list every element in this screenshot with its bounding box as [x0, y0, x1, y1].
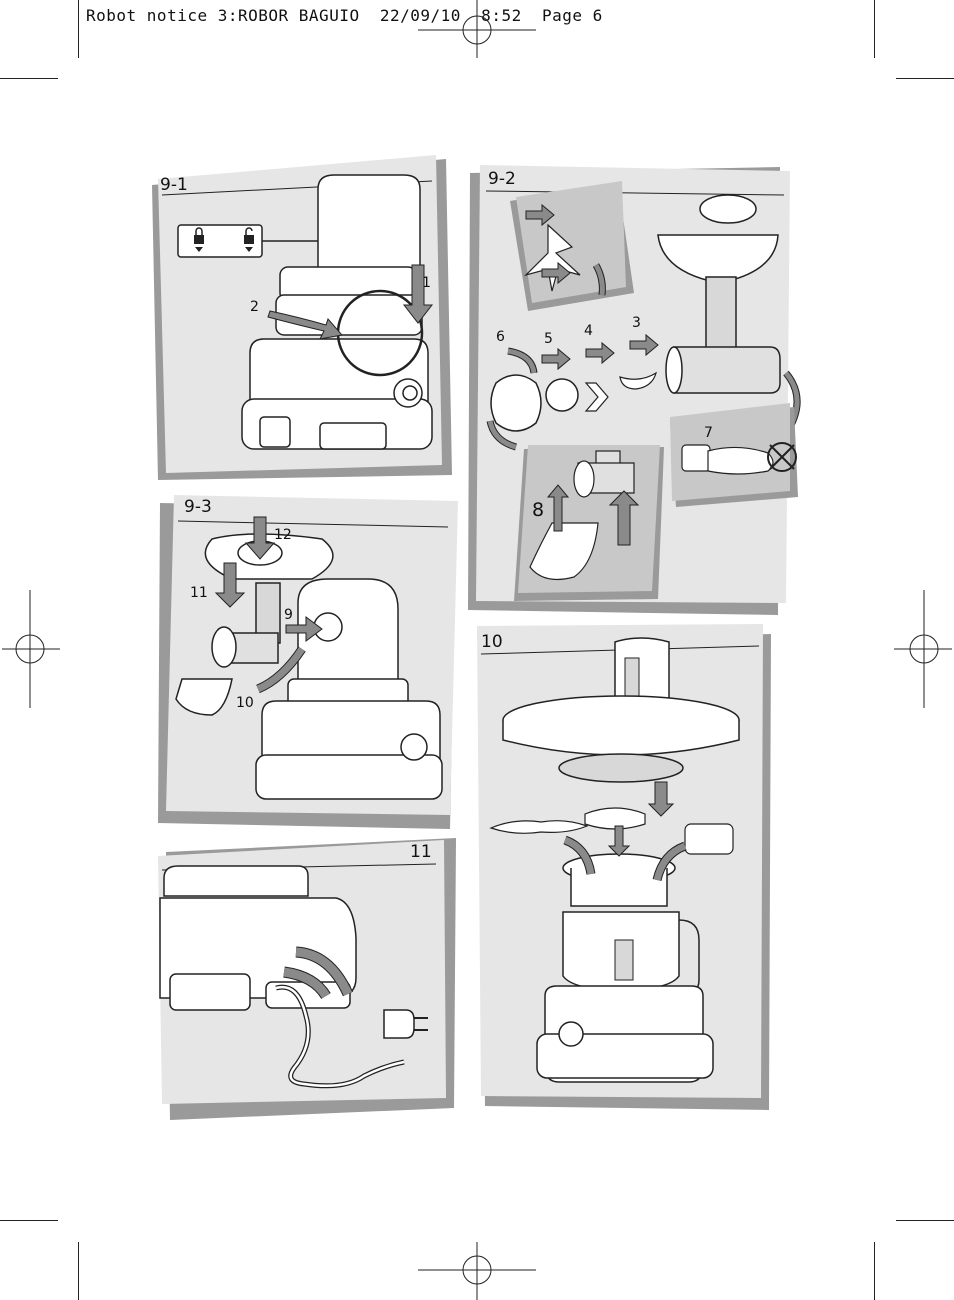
arrow-icon: [647, 781, 675, 817]
step-number: 3: [632, 315, 641, 331]
unlock-icon: [244, 227, 254, 252]
step-number: 4: [584, 323, 593, 339]
step-number: 8: [532, 499, 545, 521]
lock-icon: [194, 227, 204, 252]
registration-mark-icon: [894, 590, 952, 708]
arrow-icon: [607, 825, 631, 857]
step-number: 7: [704, 425, 713, 441]
registration-mark-icon: [418, 1242, 536, 1300]
figure-11: 11: [156, 838, 456, 1120]
step-number: 10: [236, 695, 254, 711]
step-number: 9: [284, 607, 293, 623]
registration-mark-icon: [418, 0, 536, 58]
step-number: 5: [544, 331, 553, 347]
crop-mark: [896, 78, 954, 79]
arrow-icon: [525, 203, 555, 227]
arrow-icon: [244, 516, 276, 560]
arrow-icon: [541, 347, 571, 371]
figure-9-2: 9-2 3 4 5 6 7 8: [468, 165, 801, 617]
crop-mark: [0, 78, 58, 79]
step-number: 11: [190, 585, 208, 601]
arrow-icon: [585, 341, 615, 365]
figure-label: 10: [481, 632, 503, 652]
figure-label: 9-3: [184, 497, 212, 517]
registration-mark-icon: [2, 590, 60, 708]
figure-9-3: 9-3 12 11 9 10: [158, 493, 458, 829]
step-number: 6: [496, 329, 505, 345]
figure-label: 9-1: [160, 175, 188, 195]
figure-label: 9-2: [488, 169, 516, 189]
arrow-icon: [608, 490, 640, 546]
arrow-icon: [285, 616, 323, 642]
print-slug: Robot notice 3:ROBOR BAGUIO 22/09/10 8:5…: [86, 6, 603, 25]
arrow-icon: [402, 264, 434, 324]
step-number: 1: [422, 275, 431, 291]
figure-10: 10: [475, 624, 771, 1110]
step-number: 12: [274, 527, 292, 543]
arrow-icon: [546, 484, 570, 532]
crop-mark: [78, 1242, 79, 1300]
step-number: 2: [250, 299, 259, 315]
figure-label: 11: [410, 842, 432, 862]
arrow-icon: [629, 333, 659, 357]
crop-mark: [874, 0, 875, 58]
figure-9-1: 9-1 1 2: [150, 155, 452, 480]
crop-mark: [78, 0, 79, 58]
arrow-icon: [214, 562, 246, 608]
crop-mark: [0, 1220, 58, 1221]
arrow-icon: [541, 261, 571, 285]
arrow-icon: [267, 310, 343, 340]
crop-mark: [874, 1242, 875, 1300]
crop-mark: [896, 1220, 954, 1221]
